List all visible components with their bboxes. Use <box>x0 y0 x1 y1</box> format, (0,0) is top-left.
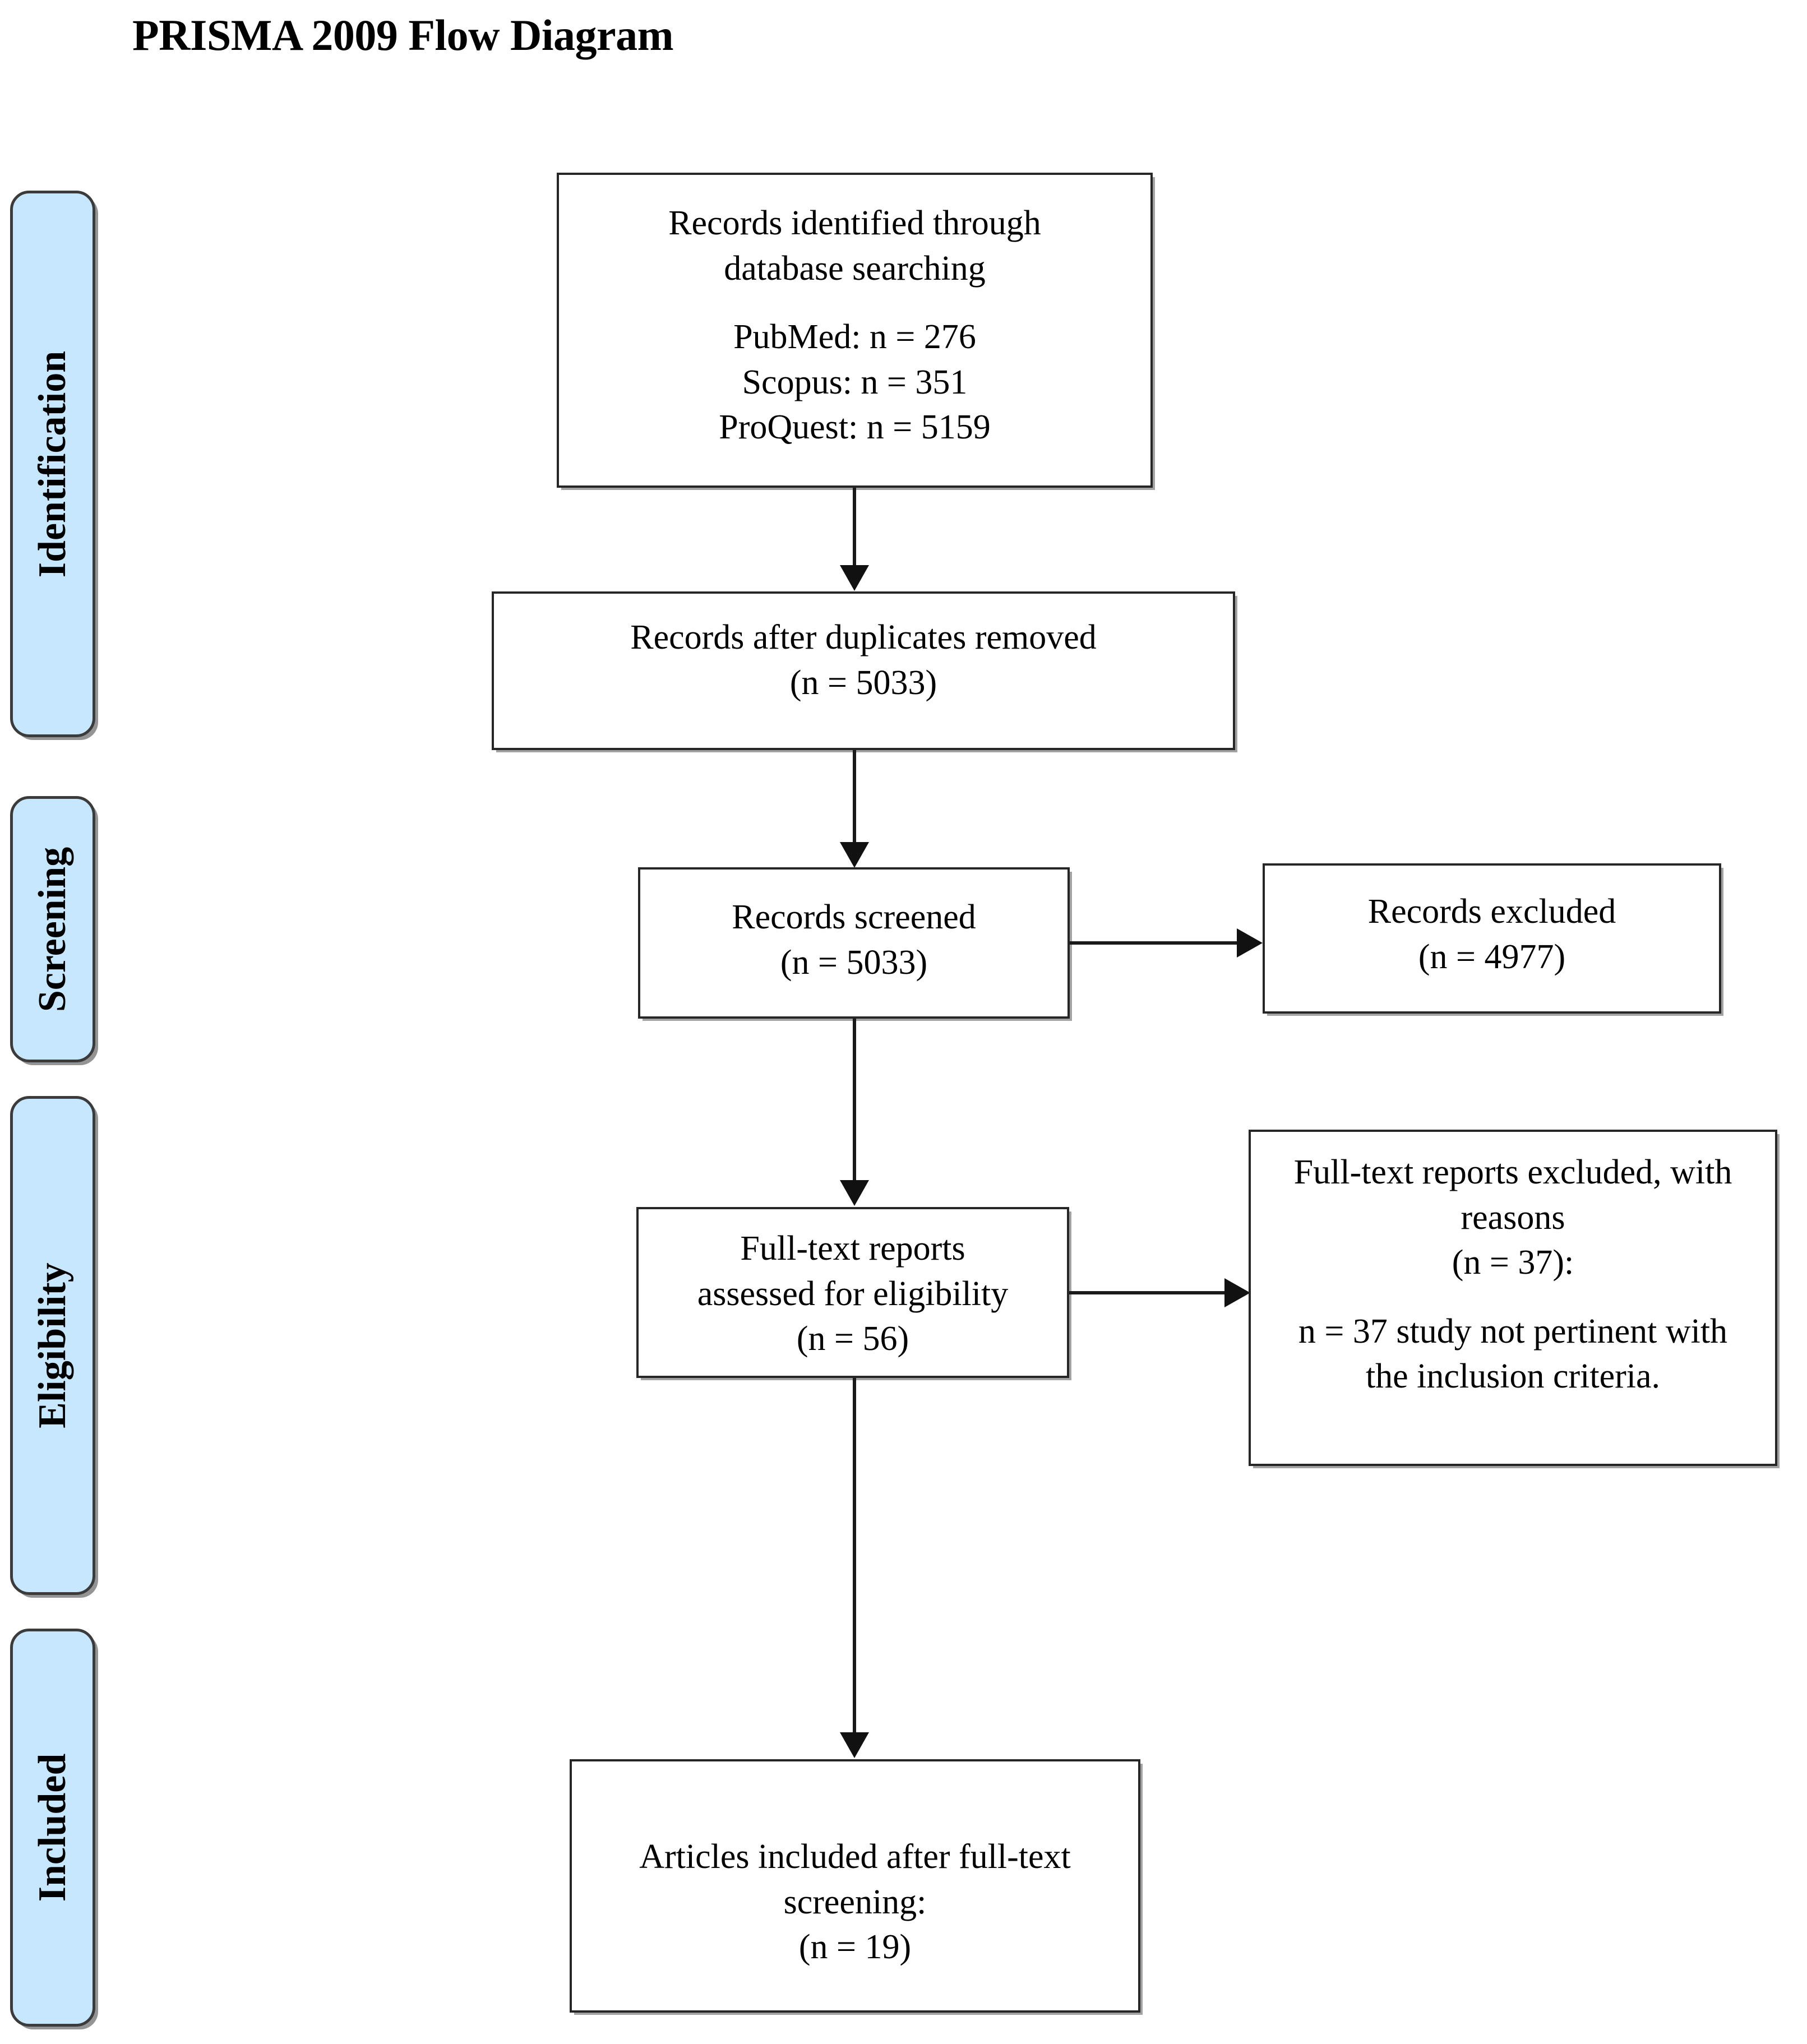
stage-band-screening: Screening <box>10 796 95 1062</box>
box-records-screened: Records screened (n = 5033) <box>638 867 1070 1019</box>
stage-label-identification: Identification <box>31 350 74 577</box>
connector-duplicates-to-screened <box>853 750 856 843</box>
box-records-after-duplicates: Records after duplicates removed (n = 50… <box>492 591 1235 750</box>
stage-label-screening: Screening <box>31 847 74 1012</box>
connector-screened-to-excluded <box>1070 941 1247 945</box>
page-title: PRISMA 2009 Flow Diagram <box>132 11 674 59</box>
records-identified-sources: PubMed: n = 276 Scopus: n = 351 ProQuest… <box>719 318 991 447</box>
stage-label-included: Included <box>31 1753 74 1902</box>
records-excluded-text: Records excluded (n = 4977) <box>1367 892 1616 976</box>
box-records-identified: Records identified through database sear… <box>557 173 1153 488</box>
records-identified-heading: Records identified through database sear… <box>668 204 1041 288</box>
connector-fulltext-to-included <box>853 1378 856 1733</box>
stage-band-eligibility: Eligibility <box>10 1096 95 1595</box>
fulltext-assessed-text: Full-text reports assessed for eligibili… <box>697 1229 1009 1358</box>
arrowhead-duplicates-to-screened <box>840 842 869 868</box>
arrowhead-fulltext-to-excluded <box>1224 1278 1250 1307</box>
arrowhead-fulltext-to-included <box>840 1732 869 1758</box>
records-screened-text: Records screened (n = 5033) <box>732 898 976 982</box>
connector-identified-to-duplicates <box>853 488 856 566</box>
box-fulltext-assessed: Full-text reports assessed for eligibili… <box>636 1207 1069 1378</box>
records-after-duplicates-text: Records after duplicates removed (n = 50… <box>630 618 1097 702</box>
stage-label-eligibility: Eligibility <box>31 1263 74 1428</box>
connector-fulltext-to-excluded <box>1069 1291 1235 1294</box>
box-articles-included: Articles included after full-text screen… <box>570 1759 1140 2013</box>
fulltext-excluded-reasons: n = 37 study not pertinent with the incl… <box>1298 1312 1728 1396</box>
arrowhead-screened-to-excluded <box>1237 928 1263 958</box>
arrowhead-identified-to-duplicates <box>840 565 869 591</box>
stage-band-identification: Identification <box>10 191 95 737</box>
box-records-excluded: Records excluded (n = 4977) <box>1263 863 1721 1014</box>
stage-band-included: Included <box>10 1629 95 2027</box>
box-fulltext-excluded: Full-text reports excluded, with reasons… <box>1249 1130 1777 1466</box>
articles-included-text: Articles included after full-text screen… <box>639 1838 1071 1967</box>
arrowhead-screened-to-fulltext <box>840 1180 869 1206</box>
connector-screened-to-fulltext <box>853 1019 856 1181</box>
fulltext-excluded-heading: Full-text reports excluded, with reasons… <box>1293 1153 1732 1282</box>
